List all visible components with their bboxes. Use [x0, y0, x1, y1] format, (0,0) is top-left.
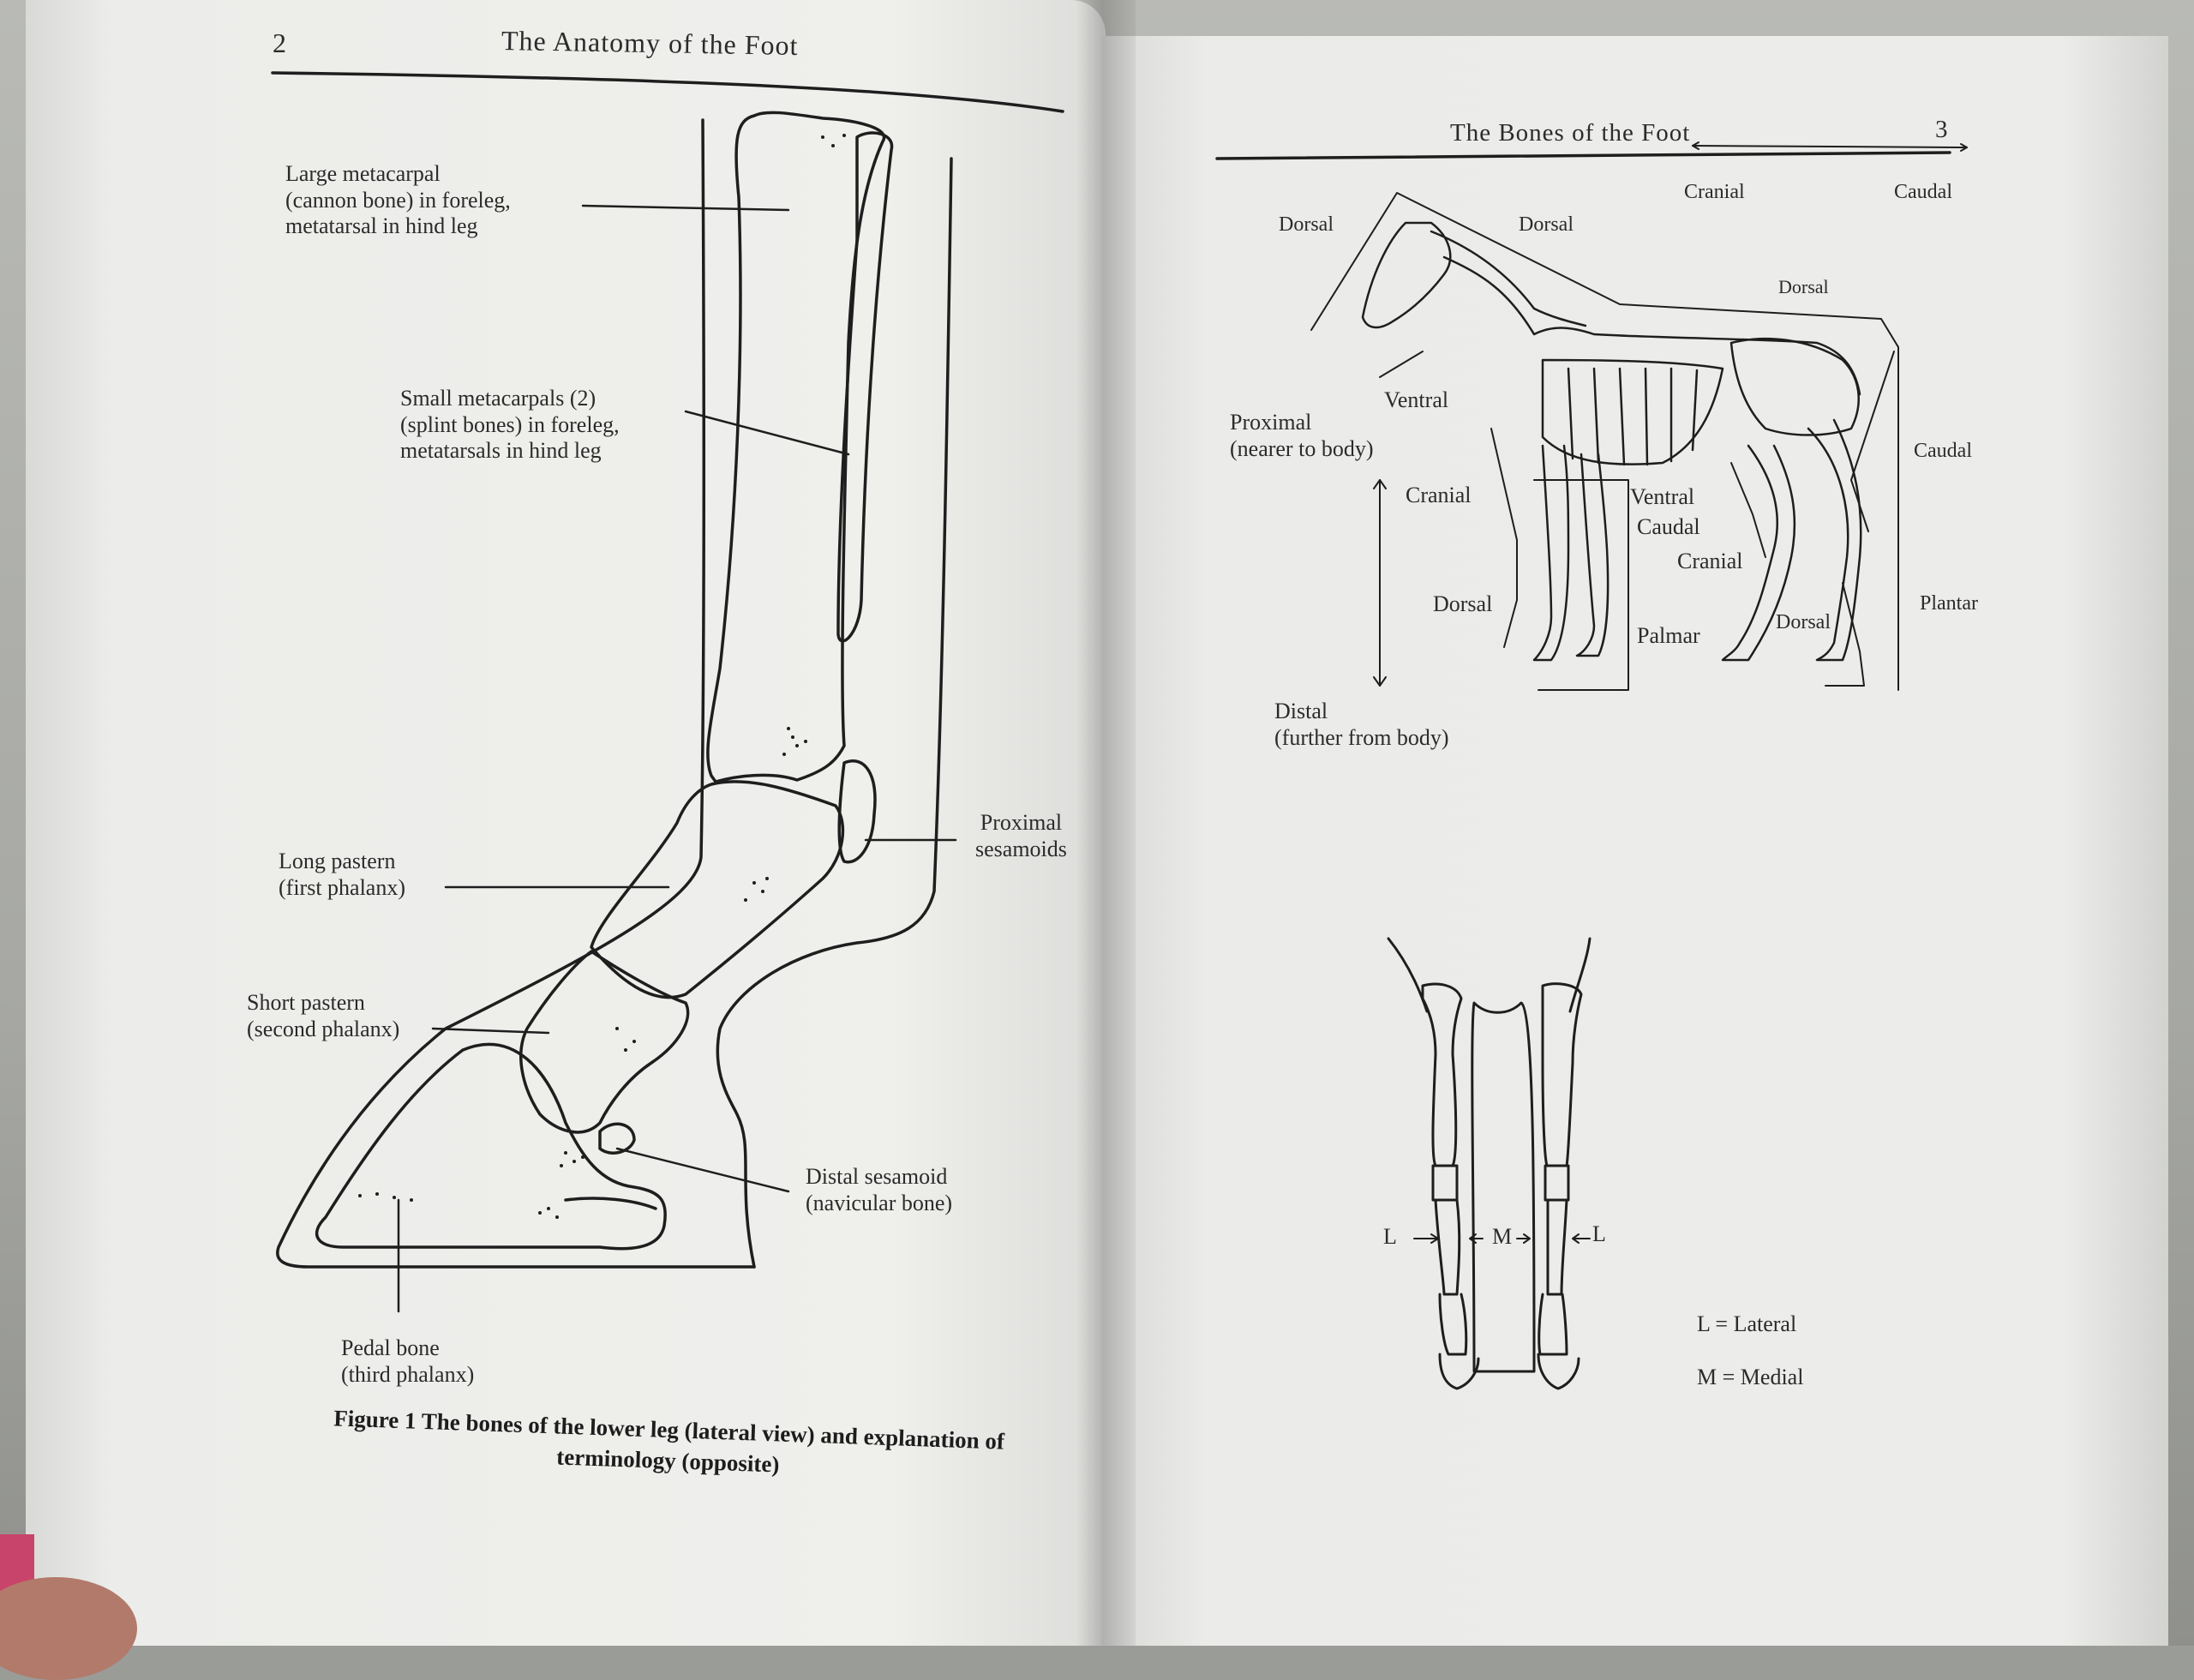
label-line: sesamoids [975, 836, 1067, 861]
label-short-pastern: Short pastern (second phalanx) [247, 990, 399, 1042]
label-plantar: Plantar [1920, 592, 1978, 615]
label-line: Small metacarpals (2) [400, 386, 596, 411]
label-line: Proximal [1230, 410, 1312, 435]
label-dorsal-neck: Dorsal [1519, 213, 1574, 236]
label-long-pastern: Long pastern (first phalanx) [279, 849, 405, 901]
legs-label-l-left: L [1383, 1224, 1397, 1249]
label-palmar: Palmar [1637, 623, 1700, 648]
label-caudal-right: Caudal [1914, 440, 1972, 462]
horse-skeleton-drawing [1310, 192, 1899, 691]
label-pedal-bone: Pedal bone (third phalanx) [341, 1335, 474, 1388]
horse-leader-lines [1373, 141, 1968, 691]
label-proximal: Proximal (nearer to body) [1230, 410, 1373, 462]
label-line: metatarsal in hind leg [285, 213, 478, 239]
label-line: (navicular bone) [806, 1190, 953, 1215]
label-line: (nearer to body) [1230, 435, 1374, 461]
label-line: Proximal [980, 810, 1063, 835]
label-large-metacarpal: Large metacarpal (cannon bone) in forele… [285, 161, 511, 240]
label-dorsal-fore: Dorsal [1433, 591, 1493, 616]
label-dorsal-back: Dorsal [1778, 276, 1829, 297]
left-running-head: The Anatomy of the Foot [501, 24, 799, 62]
label-line: (cannon bone) in foreleg, [285, 187, 511, 213]
label-line: Short pastern [247, 990, 365, 1015]
label-ventral-neck: Ventral [1384, 387, 1449, 412]
label-caudal-belly: Caudal [1637, 514, 1700, 539]
label-distal: Distal (further from body) [1274, 699, 1449, 751]
label-proximal-sesamoids: Proximal sesamoids [975, 810, 1067, 862]
right-running-head: The Bones of the Foot [1450, 119, 1691, 147]
label-small-metacarpals: Small metacarpals (2) (splint bones) in … [400, 386, 620, 465]
label-cranial-fore: Cranial [1406, 483, 1472, 507]
label-line: (further from body) [1274, 724, 1449, 750]
legend-lateral: L = Lateral [1697, 1311, 1797, 1336]
label-line: Distal sesamoid [806, 1164, 948, 1189]
label-line: (splint bones) in foreleg, [400, 411, 620, 437]
label-dorsal-hind: Dorsal [1776, 611, 1831, 633]
legs-label-l-right: L [1592, 1221, 1606, 1246]
front-legs-drawing [1387, 937, 1592, 1390]
label-line: metatarsals in hind leg [400, 438, 602, 464]
left-leader-lines [397, 204, 957, 1313]
label-line: Distal [1274, 699, 1328, 723]
bone-speckles [358, 134, 846, 1219]
label-line: Long pastern [279, 849, 396, 873]
left-page-number: 2 [273, 27, 287, 58]
label-ventral-belly: Ventral [1630, 484, 1695, 509]
illustrations [271, 71, 1968, 1390]
label-line: (second phalanx) [247, 1016, 400, 1041]
left-header-rule [271, 71, 1064, 113]
legend-medial: M = Medial [1697, 1365, 1804, 1389]
legs-label-m: M [1492, 1224, 1513, 1249]
label-caudal-top: Caudal [1894, 181, 1952, 203]
label-cranial-hind: Cranial [1677, 549, 1743, 573]
label-cranial-top: Cranial [1684, 181, 1745, 203]
label-dorsal-head: Dorsal [1279, 213, 1334, 236]
lower-leg-drawing [276, 111, 953, 1269]
label-distal-sesamoid: Distal sesamoid (navicular bone) [806, 1164, 952, 1216]
book-gutter [1076, 0, 1136, 1646]
label-line: (third phalanx) [341, 1361, 475, 1387]
figure-number: Figure 1 [333, 1405, 417, 1434]
right-header-rule [1215, 151, 1951, 160]
label-line: Large metacarpal [285, 161, 441, 186]
label-line: Pedal bone [341, 1335, 440, 1360]
right-page-number: 3 [1935, 116, 1949, 143]
label-line: (first phalanx) [279, 874, 406, 900]
left-page [26, 0, 1106, 1646]
